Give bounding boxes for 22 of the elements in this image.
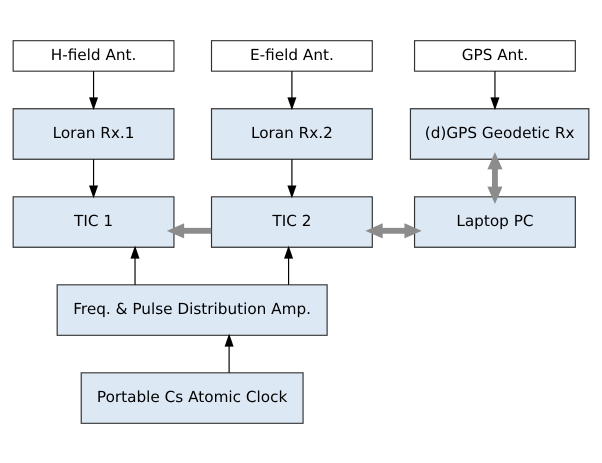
node-box: Loran Rx.2 (210, 108, 373, 160)
node-box: Freq. & Pulse Distribution Amp. (56, 284, 328, 336)
arrow (287, 158, 296, 198)
arrow (287, 70, 296, 110)
arrow (224, 333, 234, 372)
node-box: Loran Rx.1 (12, 108, 175, 160)
node-box: H-field Ant. (12, 40, 175, 72)
arrow (365, 222, 422, 238)
arrow (490, 70, 500, 110)
arrow (89, 158, 98, 198)
arrow (487, 152, 503, 204)
arrow (284, 245, 294, 284)
node-box: Portable Cs Atomic Clock (80, 372, 304, 424)
arrow (166, 222, 212, 238)
arrow (130, 245, 140, 284)
node-box: GPS Ant. (414, 40, 576, 72)
arrow (89, 70, 98, 110)
node-box: TIC 2 (210, 196, 373, 248)
node-box: E-field Ant. (210, 40, 373, 72)
node-box: TIC 1 (12, 196, 175, 248)
node-box: (d)GPS Geodetic Rx (410, 108, 590, 160)
node-box: Laptop PC (414, 196, 576, 248)
